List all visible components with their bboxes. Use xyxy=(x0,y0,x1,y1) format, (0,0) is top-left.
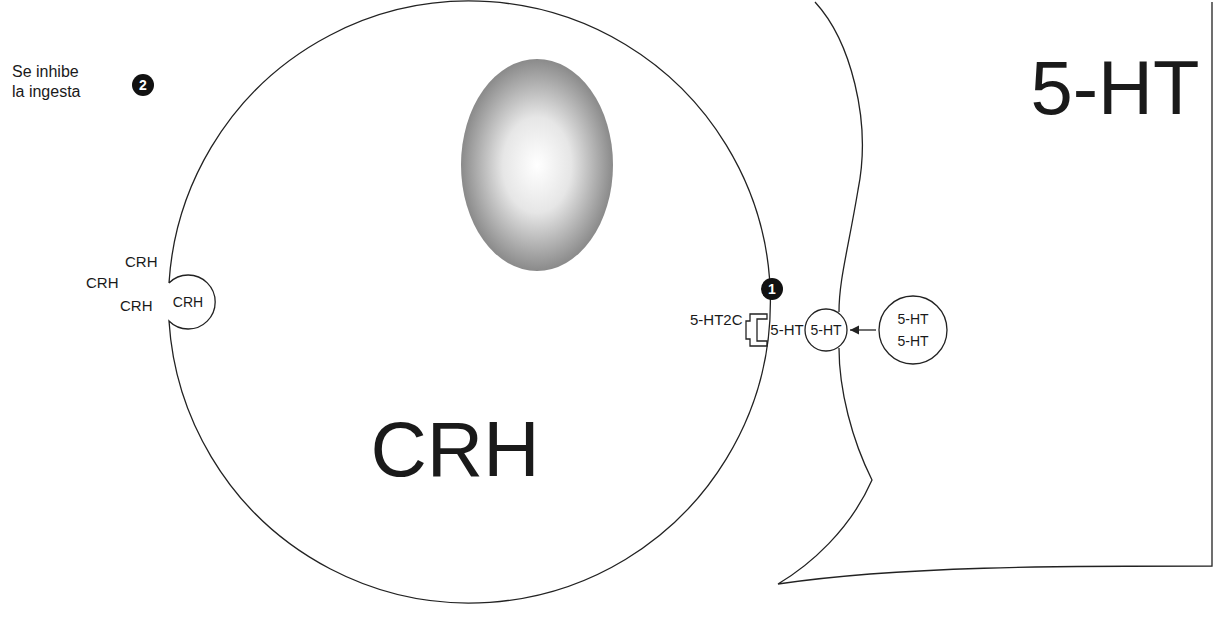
nucleus xyxy=(461,59,613,271)
arrow-connector xyxy=(850,326,876,335)
receptor-path xyxy=(746,314,767,346)
vesicle-content: 5-HT xyxy=(810,322,841,338)
circle-path xyxy=(805,309,847,351)
terminal-name: 5-HT xyxy=(1031,44,1200,131)
fusing-vesicle: 5-HT xyxy=(804,308,848,352)
receptor-name: 5-HT2C xyxy=(690,311,743,330)
secretory-vesicle: CRH xyxy=(161,275,215,329)
circle-outline xyxy=(878,295,948,365)
synaptic-vesicle: 5-HT 5-HT xyxy=(878,295,948,365)
vesicle-content: 5-HT xyxy=(897,311,928,327)
receptor: 5-HT xyxy=(745,313,805,347)
neuron-membrane xyxy=(169,1,770,603)
vesicle-content: CRH xyxy=(173,294,203,310)
vesicle-content: 5-HT xyxy=(897,333,928,349)
released-hormone: CRH xyxy=(125,253,158,272)
released-hormone: CRH xyxy=(86,274,119,293)
released-hormone: CRH xyxy=(120,297,153,316)
axon-terminal: 5-HT 5-HT 5-HT xyxy=(775,0,1221,619)
effect-note: Se inhibe la ingesta xyxy=(12,62,92,102)
circle-path xyxy=(879,296,947,364)
neuron-body: CRHCRH5-HT xyxy=(168,9,770,611)
arrow-head xyxy=(850,326,859,335)
neuron-name: CRH xyxy=(371,405,540,495)
callout-number: 2 xyxy=(132,74,154,96)
callout-number: 1 xyxy=(761,278,783,300)
bound-ligand: 5-HT xyxy=(770,321,803,338)
terminal-membrane xyxy=(778,2,1212,584)
